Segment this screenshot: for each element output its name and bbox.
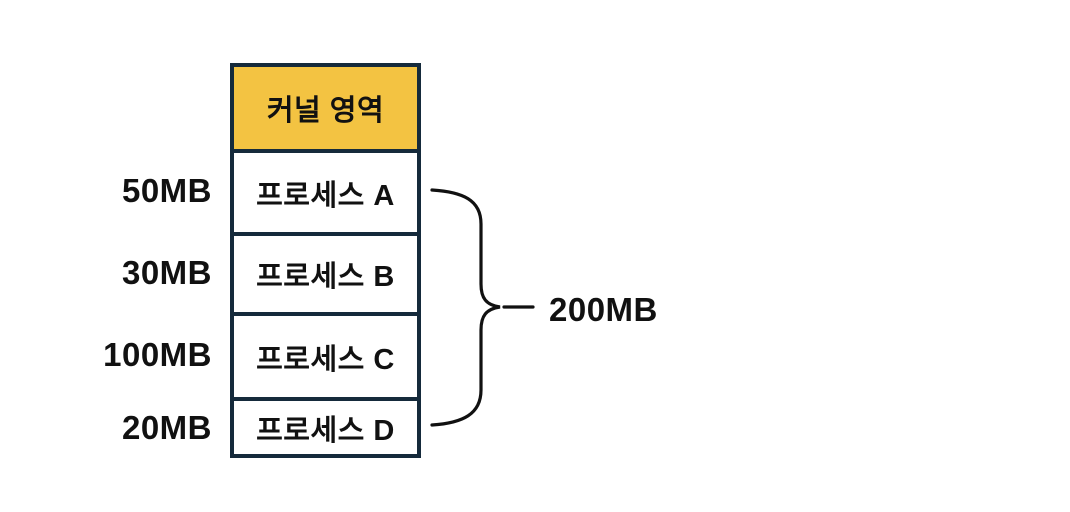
process-d-label: 프로세스 D <box>256 414 395 447</box>
process-b-label: 프로세스 B <box>256 261 395 293</box>
process-segment-c: 프로세스 C <box>234 312 417 397</box>
process-a-label: 프로세스 A <box>256 179 395 212</box>
size-label-process-b: 30MB <box>121 254 212 291</box>
size-label-process-d: 20MB <box>121 409 212 446</box>
process-segment-a: 프로세스 A <box>234 149 417 232</box>
kernel-segment: 커널 영역 <box>234 67 417 149</box>
total-size-label: 200MB <box>549 291 658 328</box>
process-segment-d: 프로세스 D <box>234 397 417 454</box>
process-c-label: 프로세스 C <box>256 343 395 376</box>
curly-brace <box>430 188 535 427</box>
process-segment-b: 프로세스 B <box>234 232 417 312</box>
size-label-process-c: 100MB <box>103 336 212 373</box>
memory-stack: 커널 영역 프로세스 A 프로세스 B 프로세스 C 프로세스 D <box>230 63 421 458</box>
size-label-process-a: 50MB <box>121 172 212 209</box>
kernel-label: 커널 영역 <box>266 95 385 127</box>
